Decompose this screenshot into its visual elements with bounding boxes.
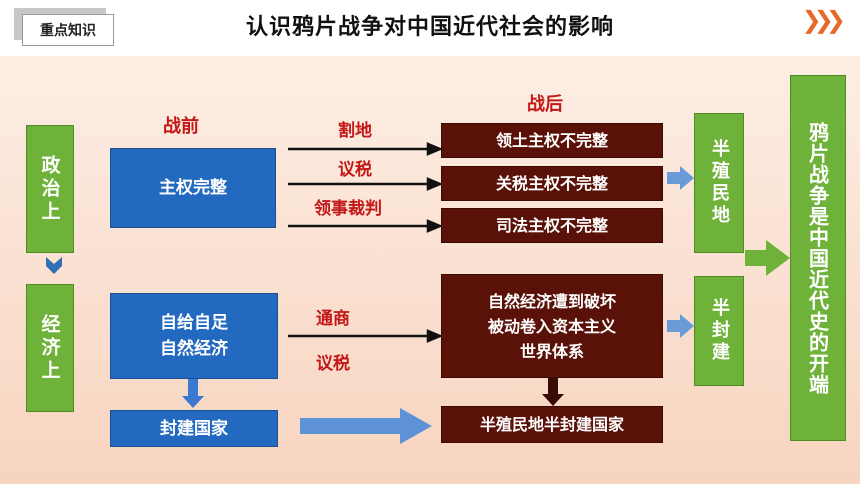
politics-box: 政治上 xyxy=(26,125,74,253)
header: 重点知识 认识鸦片战争对中国近代社会的影响 ❯❯❯ xyxy=(0,0,860,48)
label-tariff-2: 议税 xyxy=(316,354,350,374)
semicolonial-country-box: 半殖民地半封建国家 xyxy=(441,406,663,443)
economy-box: 经济上 xyxy=(26,284,74,412)
judicial-box: 司法主权不完整 xyxy=(441,208,663,243)
chevron-right-icon: ❯❯❯ xyxy=(801,6,846,34)
semicolony-box: 半殖民地 xyxy=(694,113,744,253)
page-title: 认识鸦片战争对中国近代社会的影响 xyxy=(245,15,614,40)
conclusion-box: 鸦片战争是中国近代史的开端 xyxy=(790,75,846,441)
sovereignty-box: 主权完整 xyxy=(110,148,276,228)
label-trade: 通商 xyxy=(316,309,350,329)
label-before: 战前 xyxy=(163,116,199,137)
section-tag: 重点知识 xyxy=(22,14,114,46)
semifeudal-box: 半封建 xyxy=(694,276,744,386)
self-sufficient-box: 自给自足 自然经济 xyxy=(110,293,278,379)
territory-box: 领土主权不完整 xyxy=(441,123,663,158)
label-tariff: 议税 xyxy=(338,160,372,180)
label-consular: 领事裁判 xyxy=(314,199,382,219)
customs-box: 关税主权不完整 xyxy=(441,166,663,201)
label-cede: 割地 xyxy=(338,121,372,141)
economy-destroyed-box: 自然经济遭到破坏 被动卷入资本主义 世界体系 xyxy=(441,274,663,378)
feudal-box: 封建国家 xyxy=(110,410,278,447)
label-after: 战后 xyxy=(527,94,563,115)
